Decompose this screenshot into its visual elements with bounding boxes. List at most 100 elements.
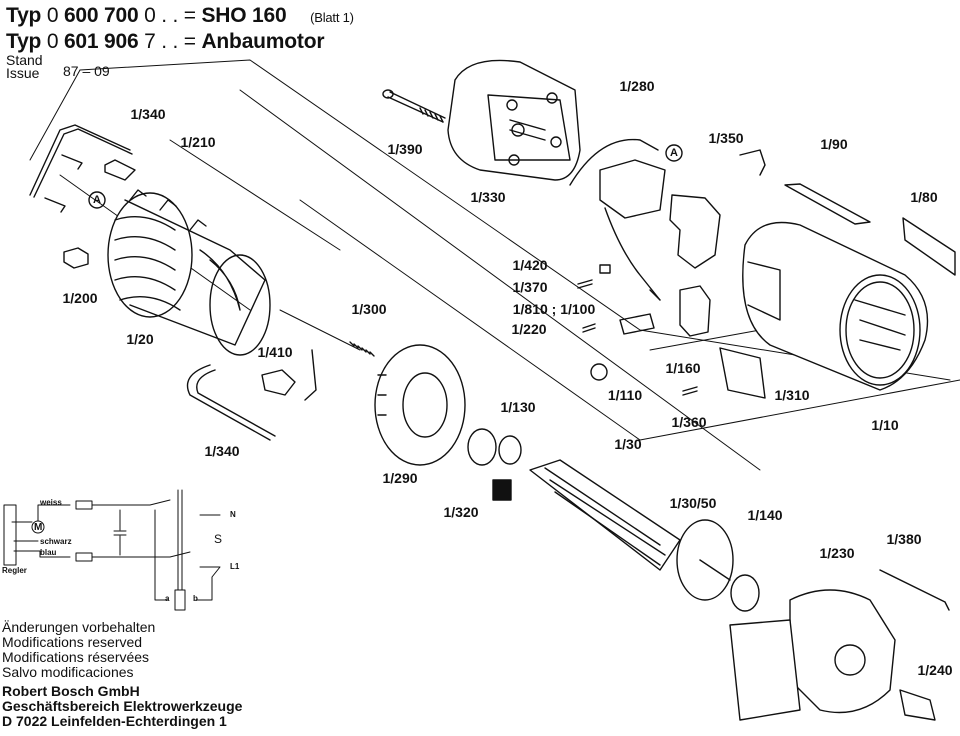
cover-part-1-350: [669, 194, 721, 269]
company-address: D 7022 Leinfelden-Echterdingen 1: [2, 713, 227, 729]
part-label-1-280[interactable]: 1/280: [619, 78, 655, 94]
part-label-1-10[interactable]: 1/10: [871, 417, 899, 433]
ac-symbol: S: [214, 532, 223, 546]
stator-part-1-20: [107, 189, 271, 356]
capacitor-part-1-810: [619, 313, 655, 335]
part-label-1-30[interactable]: 1/30: [614, 436, 642, 452]
type-prefix: Typ: [6, 4, 42, 27]
part-label-1-210[interactable]: 1/210: [180, 134, 216, 150]
wiring-diagram: [3, 489, 221, 611]
part-label-1-310[interactable]: 1/310: [774, 387, 810, 403]
stand-issue-label: Stand Issue: [6, 52, 43, 81]
part-label-1-380[interactable]: 1/380: [886, 531, 922, 547]
nameplate-part-1-80: [902, 217, 956, 276]
part-label-1-20[interactable]: 1/20: [126, 331, 154, 347]
brush-assembly-part-1-280: [569, 138, 683, 301]
footer-note-en: Modifications reserved: [2, 634, 143, 650]
clip-part-1-200: [63, 247, 89, 269]
stand-label: Stand: [6, 52, 43, 68]
part-label-1-390[interactable]: 1/390: [387, 141, 423, 157]
wire-strip: [304, 349, 317, 401]
motor-housing-part-1-10: [742, 221, 929, 391]
screw-part-1-360: [682, 386, 698, 396]
wire-label-blau: blau: [40, 548, 57, 557]
part-label-1-30-50[interactable]: 1/30/50: [669, 495, 717, 511]
footer-note-es: Salvo modificaciones: [2, 664, 134, 680]
model-name: SHO 160: [201, 4, 287, 27]
terminal-a-label: a: [165, 594, 170, 603]
type-prefix: Typ: [6, 30, 42, 53]
connection-marker-label: A: [93, 194, 101, 206]
part-label-1-80[interactable]: 1/80: [910, 189, 938, 205]
wire-label-weiss: weiss: [40, 498, 62, 507]
title-line-1: Typ 0 600 700 0 . . = SHO 160 (Blatt 1): [6, 4, 354, 30]
part-label-1-360[interactable]: 1/360: [671, 414, 707, 430]
footer-note-de: Änderungen vorbehalten: [2, 619, 156, 635]
terminal-b-label: b: [193, 594, 198, 603]
part-label-1-220[interactable]: 1/220: [511, 321, 547, 337]
part-label-1-230[interactable]: 1/230: [819, 545, 855, 561]
part-label-1-340-lower[interactable]: 1/340: [204, 443, 240, 459]
type-code-bold: 600 700: [63, 4, 139, 27]
screw-part-1-390: [382, 89, 446, 123]
issue-date: 87 – 09: [63, 63, 110, 79]
screw-part-1-370: [577, 279, 593, 289]
part-label-1-300[interactable]: 1/300: [351, 301, 387, 317]
screw-part-1-380: [879, 569, 950, 611]
connection-marker-label: A: [670, 147, 678, 159]
spring-part-1-300: [349, 341, 375, 357]
sheet-number: (Blatt 1): [310, 10, 354, 25]
part-label-1-370[interactable]: 1/370: [512, 279, 548, 295]
part-label-1-330[interactable]: 1/330: [470, 189, 506, 205]
issue-label: Issue: [6, 65, 40, 81]
bearing-part-1-320: [467, 428, 497, 466]
part-label-1-130[interactable]: 1/130: [500, 399, 536, 415]
company-division: Geschäftsbereich Elektrowerkzeuge: [2, 698, 243, 714]
spring-clip: [739, 149, 766, 176]
bearing-flange-part-1-290: [374, 344, 466, 466]
type-code-part: 0 . . =: [144, 4, 196, 27]
wire-label-schwarz: schwarz: [40, 537, 72, 546]
company-name: Robert Bosch GmbH: [2, 683, 140, 699]
bearing-section-icon: [492, 479, 512, 501]
terminal-l1-label: L1: [230, 562, 240, 571]
type-code-part: 0: [46, 4, 59, 27]
bearing-part-1-130: [498, 435, 522, 465]
regulator-label: Regler: [2, 566, 27, 575]
bearing-part-1-140: [730, 574, 760, 612]
part-label-1-240[interactable]: 1/240: [917, 662, 953, 678]
wire-harness-part-1-340: [29, 124, 133, 213]
part-label-1-110[interactable]: 1/110: [607, 387, 643, 403]
type-code-bold: 601 906: [63, 30, 139, 53]
gear-housing-part-1-230: [729, 589, 896, 721]
switch-part-1-160: [679, 285, 711, 337]
screw-part-1-220: [582, 323, 596, 333]
part-label-1-420[interactable]: 1/420: [512, 257, 548, 273]
part-label-1-90[interactable]: 1/90: [820, 136, 848, 152]
part-label-1-290[interactable]: 1/290: [382, 470, 418, 486]
bushing-part-1-240: [899, 689, 936, 721]
part-label-1-350[interactable]: 1/350: [708, 130, 744, 146]
title-line-2: Typ 0 601 906 7 . . = Anbaumotor: [6, 30, 324, 54]
connection-marker-a: [88, 191, 106, 209]
type-code-part: 0: [46, 30, 59, 53]
type-code-part: 7 . . =: [144, 30, 196, 53]
washer-part-1-420: [599, 264, 611, 274]
armature-part-1-30: [529, 459, 734, 601]
footer-note-fr: Modifications réservées: [2, 649, 150, 665]
part-label-1-340[interactable]: 1/340: [130, 106, 166, 122]
part-label-1-200[interactable]: 1/200: [62, 290, 98, 306]
coil-part-1-110: [590, 363, 608, 381]
label-plate-part-1-90: [784, 183, 871, 225]
part-label-1-410[interactable]: 1/410: [257, 344, 293, 360]
part-label-1-140[interactable]: 1/140: [747, 507, 783, 523]
terminal-n-label: N: [230, 510, 236, 519]
part-label-1-160[interactable]: 1/160: [665, 360, 701, 376]
clip-part-1-210: [104, 159, 136, 181]
part-label-1-810-1-100[interactable]: 1/810 ; 1/100: [512, 301, 596, 317]
part-label-1-320[interactable]: 1/320: [443, 504, 479, 520]
motor-symbol-label: M: [34, 522, 43, 533]
end-shield-part-1-330: [447, 59, 581, 181]
model-name: Anbaumotor: [201, 30, 325, 53]
